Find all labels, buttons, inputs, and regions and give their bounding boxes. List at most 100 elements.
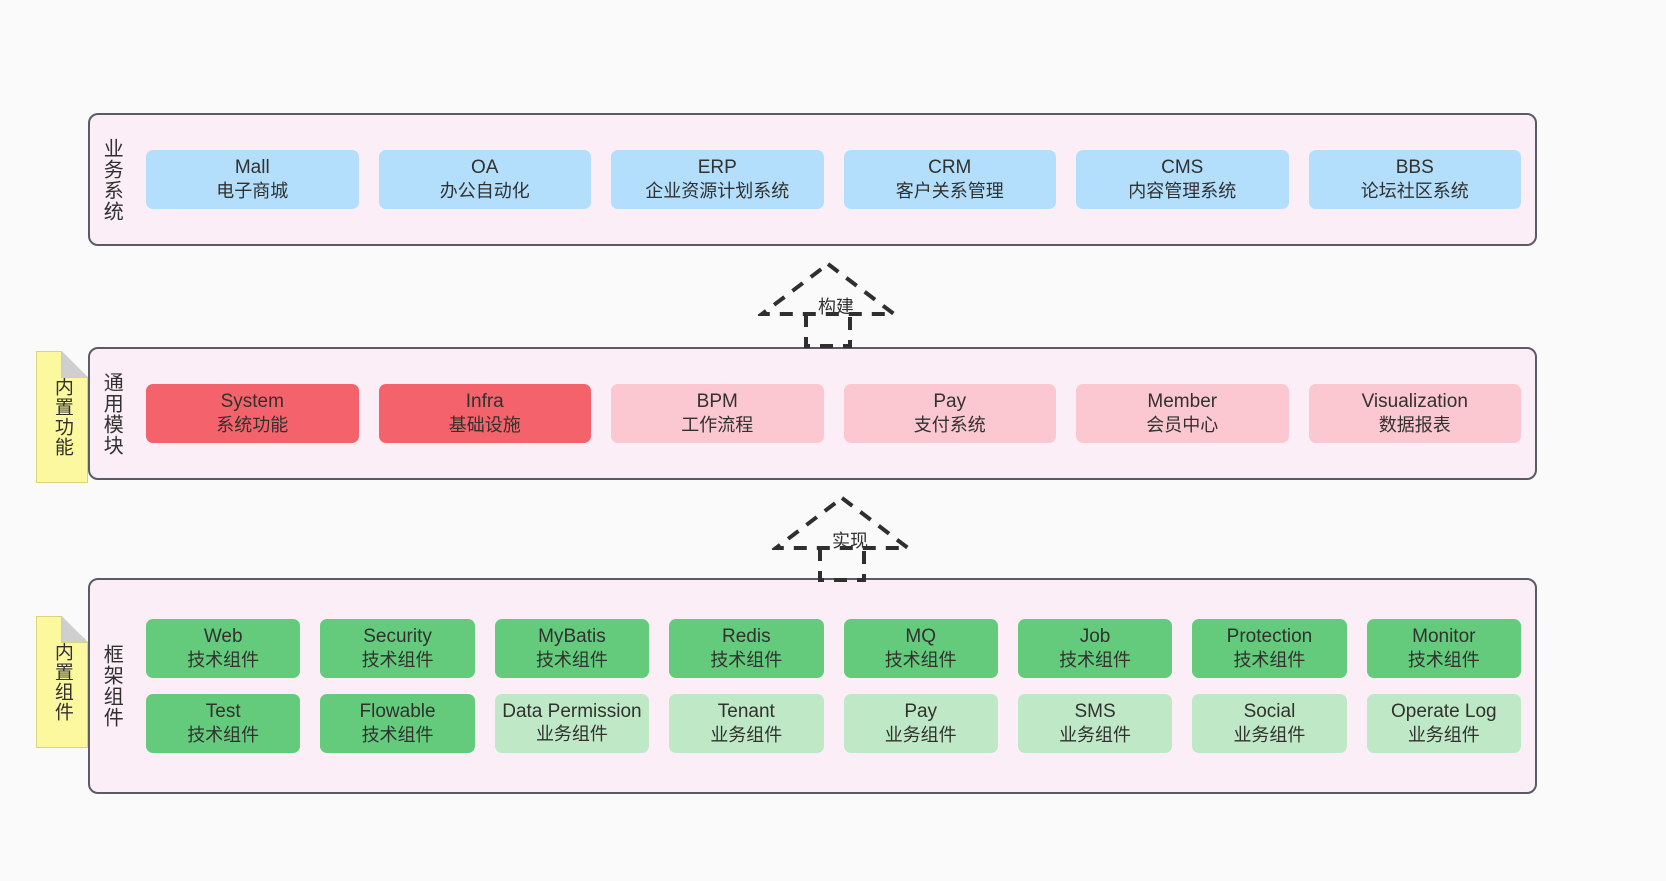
node-pay[interactable]: Pay 支付系统 xyxy=(843,383,1056,444)
node-subtitle: 技术组件 xyxy=(884,649,957,670)
node-subtitle: 支付系统 xyxy=(913,415,986,436)
node-mybatis[interactable]: MyBatis 技术组件 xyxy=(494,618,650,678)
node-title: Job xyxy=(1079,625,1111,647)
node-subtitle: 技术组件 xyxy=(1059,649,1132,670)
node-title: Test xyxy=(205,701,241,722)
node-title: ERP xyxy=(697,156,737,178)
node-title: OA xyxy=(471,156,499,178)
node-erp[interactable]: ERP 企业资源计划系统 xyxy=(611,149,824,210)
node-title: BBS xyxy=(1395,156,1434,178)
node-member[interactable]: Member 会员中心 xyxy=(1076,383,1289,444)
node-title: Flowable xyxy=(359,701,436,722)
note-label: 内置功能 xyxy=(51,377,73,457)
sticky-note-builtin-component: 内置组件 xyxy=(36,616,88,748)
node-visualization[interactable]: Visualization 数据报表 xyxy=(1308,383,1521,444)
node-title: System xyxy=(220,390,284,412)
arrow-shaft xyxy=(804,314,852,348)
node-title: Infra xyxy=(465,390,504,412)
node-sms[interactable]: SMS 业务组件 xyxy=(1017,694,1173,754)
node-subtitle: 业务组件 xyxy=(1407,725,1480,746)
node-crm[interactable]: CRM 客户关系管理 xyxy=(843,149,1056,210)
node-title: Visualization xyxy=(1361,390,1468,412)
connector-label-implement: 实现 xyxy=(832,531,868,551)
node-bbs[interactable]: BBS 论坛社区系统 xyxy=(1308,149,1521,210)
node-subtitle: 客户关系管理 xyxy=(895,181,1004,202)
node-subtitle: 论坛社区系统 xyxy=(1360,181,1469,202)
node-subtitle: 技术组件 xyxy=(1407,649,1480,670)
node-title: SMS xyxy=(1074,701,1116,722)
node-bpm[interactable]: BPM 工作流程 xyxy=(611,383,824,444)
node-subtitle: 系统功能 xyxy=(216,415,289,436)
node-subtitle: 会员中心 xyxy=(1146,415,1219,436)
node-subtitle: 技术组件 xyxy=(710,649,783,670)
layer-title-framework: 框架组件 xyxy=(100,644,123,728)
node-row: Test 技术组件 Flowable 技术组件 Data Permission … xyxy=(146,694,1521,754)
connector-label-build: 构建 xyxy=(818,297,854,317)
node-subtitle: 工作流程 xyxy=(681,415,754,436)
node-subtitle: 技术组件 xyxy=(187,725,260,746)
node-title: Data Permission xyxy=(502,701,642,723)
node-title: Security xyxy=(363,625,432,647)
node-subtitle: 办公自动化 xyxy=(439,181,530,202)
node-row: System 系统功能 Infra 基础设施 BPM 工作流程 Pay 支付系统… xyxy=(146,383,1521,444)
node-subtitle: 业务组件 xyxy=(535,724,608,745)
node-subtitle: 技术组件 xyxy=(187,649,260,670)
node-protection[interactable]: Protection 技术组件 xyxy=(1192,618,1347,678)
arrow-head-triangle xyxy=(758,261,898,316)
node-subtitle: 业务组件 xyxy=(1059,725,1132,746)
node-title: Pay xyxy=(933,390,967,412)
node-title: CRM xyxy=(928,156,972,178)
node-title: Tenant xyxy=(717,701,775,722)
node-subtitle: 内容管理系统 xyxy=(1128,181,1237,202)
layer-body-framework: Web 技术组件 Security 技术组件 MyBatis 技术组件 Redi… xyxy=(132,580,1535,792)
node-oa[interactable]: OA 办公自动化 xyxy=(378,149,591,210)
node-mq[interactable]: MQ 技术组件 xyxy=(843,618,998,678)
layer-body-common: System 系统功能 Infra 基础设施 BPM 工作流程 Pay 支付系统… xyxy=(132,349,1535,478)
node-subtitle: 业务组件 xyxy=(884,725,957,746)
node-title: Member xyxy=(1147,390,1218,412)
node-operate-log[interactable]: Operate Log 业务组件 xyxy=(1366,694,1521,754)
node-infra[interactable]: Infra 基础设施 xyxy=(378,383,591,444)
node-flowable[interactable]: Flowable 技术组件 xyxy=(320,694,475,754)
node-subtitle: 基础设施 xyxy=(448,415,521,436)
node-job[interactable]: Job 技术组件 xyxy=(1017,618,1173,678)
node-title: Redis xyxy=(722,625,771,647)
node-subtitle: 技术组件 xyxy=(1233,649,1306,670)
node-title: Mall xyxy=(234,156,270,178)
generalization-arrow-build xyxy=(758,261,898,348)
node-subtitle: 技术组件 xyxy=(361,649,434,670)
node-system[interactable]: System 系统功能 xyxy=(146,383,359,444)
layer-business-system: 业务系统 Mall 电子商城 OA 办公自动化 ERP 企业资源计划系统 CRM… xyxy=(88,113,1537,246)
layer-title-business: 业务系统 xyxy=(100,137,123,222)
node-web[interactable]: Web 技术组件 xyxy=(146,618,301,678)
node-subtitle: 技术组件 xyxy=(361,725,434,746)
sticky-note-builtin-function: 内置功能 xyxy=(36,351,88,483)
node-security[interactable]: Security 技术组件 xyxy=(320,618,475,678)
node-redis[interactable]: Redis 技术组件 xyxy=(669,618,824,678)
node-subtitle: 业务组件 xyxy=(1233,725,1306,746)
node-test[interactable]: Test 技术组件 xyxy=(146,694,301,754)
node-pay-component[interactable]: Pay 业务组件 xyxy=(843,694,998,754)
node-tenant[interactable]: Tenant 业务组件 xyxy=(669,694,824,754)
node-title: MyBatis xyxy=(538,625,606,647)
node-subtitle: 企业资源计划系统 xyxy=(645,181,790,202)
layer-body-business: Mall 电子商城 OA 办公自动化 ERP 企业资源计划系统 CRM 客户关系… xyxy=(132,115,1535,244)
node-title: BPM xyxy=(696,390,738,412)
node-subtitle: 技术组件 xyxy=(535,649,608,670)
node-social[interactable]: Social 业务组件 xyxy=(1192,694,1347,754)
layer-title-common: 通用模块 xyxy=(100,371,123,456)
node-monitor[interactable]: Monitor 技术组件 xyxy=(1366,618,1521,678)
node-title: Social xyxy=(1243,701,1296,722)
node-subtitle: 业务组件 xyxy=(710,725,783,746)
node-mall[interactable]: Mall 电子商城 xyxy=(146,149,359,210)
note-label: 内置组件 xyxy=(51,642,73,722)
arrow-shaft xyxy=(818,548,866,582)
layer-framework-component: 框架组件 Web 技术组件 Security 技术组件 MyBatis 技术组件… xyxy=(88,578,1537,794)
node-subtitle: 数据报表 xyxy=(1378,415,1451,436)
node-data-permission[interactable]: Data Permission 业务组件 xyxy=(494,694,650,754)
generalization-arrow-implement xyxy=(772,495,912,582)
node-cms[interactable]: CMS 内容管理系统 xyxy=(1076,149,1289,210)
arrow-head-triangle xyxy=(772,495,912,550)
node-title: Pay xyxy=(904,701,938,722)
